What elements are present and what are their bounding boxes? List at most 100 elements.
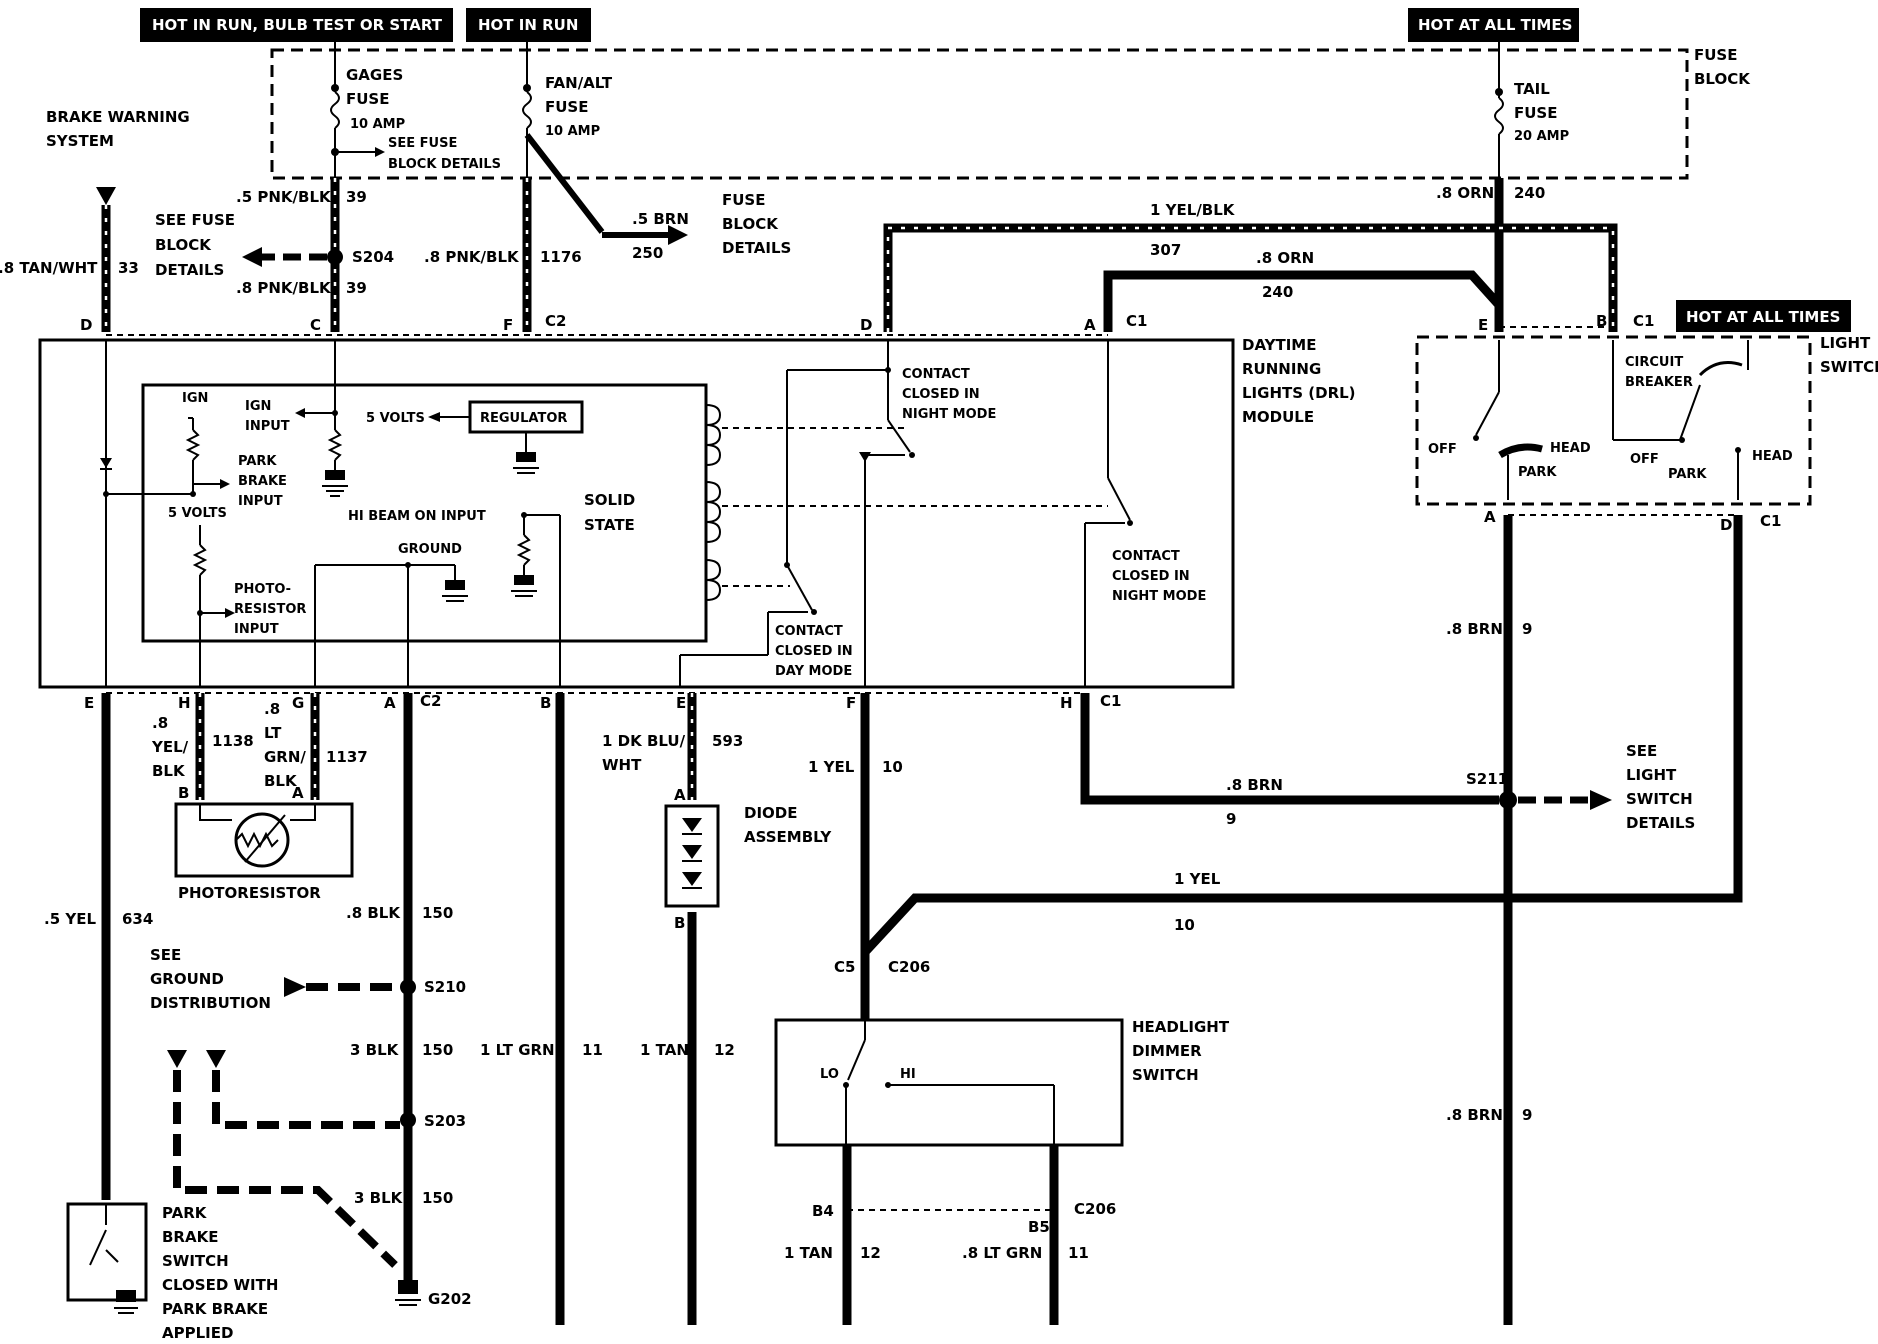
contact-night-2-label-3: NIGHT MODE [1112,589,1206,604]
svg-text:10: 10 [1174,916,1195,934]
svg-text:1138: 1138 [212,732,254,750]
contact-day-label-2: CLOSED IN [775,644,853,659]
svg-text:S211: S211 [1466,770,1508,788]
drl-module-box [38,338,1235,689]
svg-text:250: 250 [632,244,663,262]
svg-text:YEL/: YEL/ [151,738,189,756]
svg-text:1 YEL/BLK: 1 YEL/BLK [1150,201,1236,219]
drl-module-title: DAYTIME RUNNING LIGHTS (DRL) MODULE [1242,336,1356,426]
svg-text:LT: LT [264,724,282,742]
svg-text:DIMMER: DIMMER [1132,1042,1202,1060]
svg-text:C1: C1 [1760,512,1781,530]
svg-text:.8 PNK/BLK: .8 PNK/BLK [424,248,520,266]
svg-text:BLOCK: BLOCK [722,215,779,233]
svg-text:.8: .8 [152,714,168,732]
svg-text:WHT: WHT [602,756,642,774]
contact-day-label-3: DAY MODE [775,664,852,679]
svg-text:B: B [540,694,551,712]
tail-fuse-label: TAIL [1514,80,1550,98]
diode-icons [682,818,702,889]
g202-ground-icon [395,1280,421,1306]
svg-text:C2: C2 [545,312,566,330]
svg-text:S204: S204 [352,248,394,266]
fanalt-fuse-label: FAN/ALT [545,74,613,92]
contact-night-2-label-2: CLOSED IN [1112,569,1190,584]
solid-state-label-2: STATE [584,516,635,534]
svg-text:OFF: OFF [1630,452,1659,467]
svg-text:GRN/: GRN/ [264,748,306,766]
contact-night-1-label-2: CLOSED IN [902,387,980,402]
svg-text:9: 9 [1226,810,1236,828]
svg-text:10: 10 [882,758,903,776]
svg-text:E: E [1478,316,1488,334]
svg-text:DETAILS: DETAILS [1626,814,1695,832]
photoresistor-box [174,802,354,878]
photo-resistor-input-label-2: RESISTOR [234,602,306,617]
svg-text:C5: C5 [834,958,855,976]
svg-text:B: B [178,784,189,802]
svg-text:HOT AT ALL TIMES: HOT AT ALL TIMES [1686,308,1840,326]
svg-text:G202: G202 [428,1290,472,1308]
fuse-block-box [270,48,1689,180]
svg-text:.8 BLK: .8 BLK [346,904,401,922]
header-hot-run: HOT IN RUN [466,8,591,42]
hi-beam-input-label: HI BEAM ON INPUT [348,509,486,524]
fanalt-fuse-rating: 10 AMP [545,124,600,139]
svg-text:SWITCH: SWITCH [1626,790,1693,808]
header-hot-run-bulb: HOT IN RUN, BULB TEST OR START [140,8,453,42]
solid-state-label: SOLID [584,491,635,509]
svg-text:9: 9 [1522,620,1532,638]
svg-text:C: C [310,316,321,334]
fanalt-fuse-label-2: FUSE [545,98,588,116]
regulator-label: REGULATOR [480,411,567,426]
svg-text:C1: C1 [1126,312,1147,330]
park-brake-input-label-3: INPUT [238,494,283,509]
svg-text:150: 150 [422,1189,453,1207]
relay-coils [705,404,1108,601]
svg-text:LO: LO [820,1067,839,1082]
svg-text:1 TAN: 1 TAN [640,1041,689,1059]
photo-resistor-input-label-3: INPUT [234,622,279,637]
svg-text:1 LT GRN: 1 LT GRN [480,1041,555,1059]
svg-text:C206: C206 [888,958,930,976]
svg-text:G: G [292,694,304,712]
gages-fuse-rating: 10 AMP [350,117,405,132]
svg-text:A: A [292,784,304,802]
fuse-block-label: FUSE [1694,46,1737,64]
s211-splice [1499,791,1517,809]
svg-text:DAYTIME: DAYTIME [1242,336,1316,354]
svg-text:1 YEL: 1 YEL [1174,870,1221,888]
svg-text:1 YEL: 1 YEL [808,758,855,776]
svg-text:D: D [1720,516,1732,534]
svg-text:HOT AT ALL TIMES: HOT AT ALL TIMES [1418,16,1572,34]
solid-state-box [141,383,708,643]
tail-fuse-rating: 20 AMP [1514,129,1569,144]
svg-text:.8 LT GRN: .8 LT GRN [962,1244,1042,1262]
photo-resistor-input-label: PHOTO- [234,582,291,597]
svg-text:APPLIED: APPLIED [162,1324,233,1342]
diode-assembly-box [664,804,720,908]
svg-text:12: 12 [714,1041,735,1059]
svg-text:C1: C1 [1100,692,1121,710]
light-switch-box [1415,335,1812,506]
s210-splice [400,979,416,995]
svg-text:B: B [1596,312,1607,330]
svg-text:33: 33 [118,259,139,277]
brake-warning-terminal [96,187,116,205]
svg-text:HOT IN RUN, BULB TEST OR START: HOT IN RUN, BULB TEST OR START [152,16,443,34]
svg-text:DETAILS: DETAILS [722,239,791,257]
svg-text:B5: B5 [1028,1218,1050,1236]
svg-text:39: 39 [346,188,367,206]
svg-text:1 DK BLU/: 1 DK BLU/ [602,732,686,750]
svg-text:E: E [84,694,94,712]
dimmer-label: HEADLIGHT DIMMER SWITCH [1132,1018,1230,1084]
five-volts-label: 5 VOLTS [366,411,425,426]
svg-text:3 BLK: 3 BLK [350,1041,400,1059]
brake-warning-label-2: SYSTEM [46,132,114,150]
diode-label: DIODE [744,804,797,822]
gages-fuse-label: GAGES [346,66,403,84]
svg-text:RUNNING: RUNNING [1242,360,1321,378]
svg-text:.5 BRN: .5 BRN [632,210,689,228]
svg-text:B4: B4 [812,1202,834,1220]
